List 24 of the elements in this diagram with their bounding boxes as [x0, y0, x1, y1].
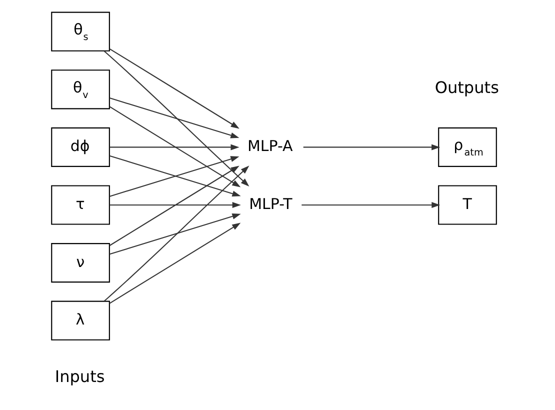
arrow — [104, 166, 250, 302]
arrow — [110, 98, 240, 138]
node-box: θ$_{v}$ — [51, 70, 110, 110]
label: Outputs — [434, 78, 499, 98]
node-box: ρ$_{atm}$ — [438, 127, 497, 167]
node-box: θ$_{s}$ — [51, 12, 110, 52]
arrow — [104, 50, 250, 187]
arrow — [303, 144, 440, 150]
node-box: T — [438, 185, 497, 225]
node-box: λ — [51, 300, 110, 340]
arrow — [110, 202, 241, 208]
arrow — [109, 48, 240, 129]
arrow — [302, 202, 440, 208]
arrow — [109, 106, 241, 188]
node-box: dϕ — [51, 127, 110, 167]
label: Inputs — [54, 367, 105, 386]
node-text: MLP-T — [249, 194, 292, 213]
arrow — [109, 222, 241, 304]
arrow — [110, 213, 241, 255]
node-box: τ — [51, 185, 110, 225]
node-box: ν — [51, 243, 110, 283]
arrow — [110, 144, 240, 150]
arrow — [109, 166, 240, 246]
node-text: MLP-A — [248, 137, 293, 156]
